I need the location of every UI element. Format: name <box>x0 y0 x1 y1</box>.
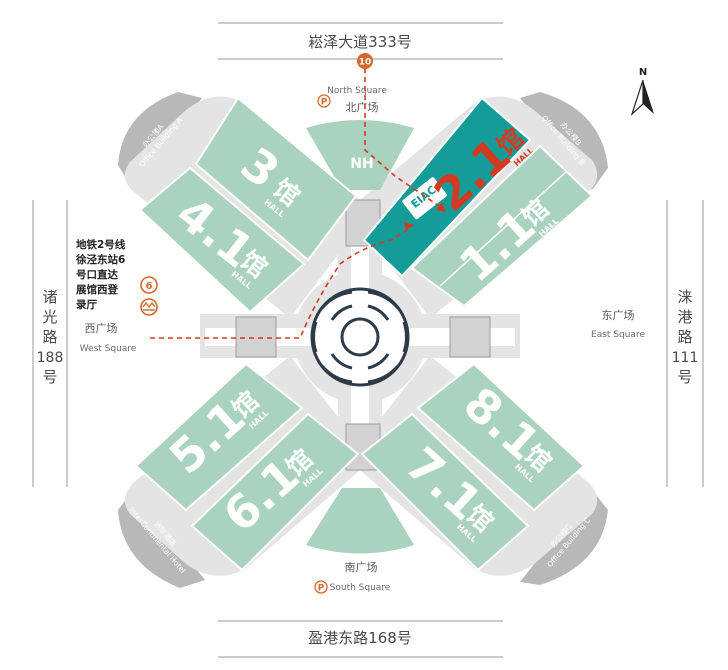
gate-6-marker: 6 <box>140 276 158 294</box>
svg-text:诸: 诸 <box>42 288 57 306</box>
nh-label: NH <box>350 156 373 172</box>
lobby-north: NH <box>306 120 414 190</box>
svg-text:路: 路 <box>42 328 57 346</box>
route-arrow-west <box>404 222 414 230</box>
svg-text:北广场: 北广场 <box>346 100 379 114</box>
gate-10-marker: 10 <box>357 53 373 69</box>
svg-text:P: P <box>321 98 328 108</box>
svg-text:南广场: 南广场 <box>345 560 378 574</box>
road-north: 崧泽大道333号 <box>308 33 412 51</box>
road-west: 诸 光 路 188 号 <box>37 288 64 386</box>
route-arrow-north <box>436 202 446 212</box>
route-lines <box>150 68 443 339</box>
svg-text:111: 111 <box>672 350 699 366</box>
svg-text:North Square: North Square <box>327 86 387 96</box>
svg-text:号口直达: 号口直达 <box>76 268 118 281</box>
route-west <box>150 227 411 339</box>
svg-text:号: 号 <box>677 368 692 386</box>
west-square-label: 西广场 West Square <box>80 321 137 354</box>
svg-text:N: N <box>639 67 647 78</box>
svg-text:西广场: 西广场 <box>85 321 118 335</box>
svg-text:号: 号 <box>42 368 57 386</box>
parking-icon-south: P <box>314 580 328 594</box>
svg-text:P: P <box>318 584 325 594</box>
svg-text:徐泾东站6: 徐泾东站6 <box>75 253 125 266</box>
road-south: 盈港东路168号 <box>308 629 412 647</box>
north-arrow-icon: N <box>630 67 654 116</box>
svg-text:涞: 涞 <box>677 288 692 306</box>
hall-8-1[interactable]: 8.1 馆 HALL <box>416 362 586 512</box>
svg-text:地铁2号线: 地铁2号线 <box>76 238 126 251</box>
svg-text:路: 路 <box>677 328 692 346</box>
road-east: 涞 港 路 111 号 <box>672 288 699 386</box>
svg-text:6: 6 <box>146 281 153 292</box>
lobby-south <box>306 488 414 554</box>
hall-3[interactable]: 3 馆 HALL <box>194 96 358 262</box>
svg-text:展馆西登: 展馆西登 <box>76 283 118 296</box>
svg-text:West Square: West Square <box>80 344 137 354</box>
hall-4-1[interactable]: 4.1 馆 HALL <box>138 166 306 314</box>
svg-text:录厅: 录厅 <box>76 299 97 311</box>
svg-text:10: 10 <box>359 58 372 68</box>
north-square-label: North Square 北广场 <box>327 86 387 114</box>
perimeter-roads <box>32 22 704 658</box>
metro-icon <box>140 298 158 316</box>
svg-text:东广场: 东广场 <box>602 308 635 322</box>
hall-6-1[interactable]: 6.1 馆 HALL <box>190 412 360 572</box>
metro-info: 地铁2号线 徐泾东站6 号口直达 展馆西登 录厅 <box>75 238 126 311</box>
svg-text:188: 188 <box>37 350 64 366</box>
parking-icon-north: P <box>317 94 331 108</box>
east-square-label: 东广场 East Square <box>591 308 645 340</box>
svg-text:光: 光 <box>42 308 57 326</box>
svg-text:港: 港 <box>677 308 692 326</box>
central-hub <box>310 287 410 387</box>
route-north <box>364 68 443 209</box>
svg-text:East Square: East Square <box>591 330 645 340</box>
south-square-label: 南广场 South Square <box>330 560 391 593</box>
svg-text:South Square: South Square <box>330 583 391 593</box>
